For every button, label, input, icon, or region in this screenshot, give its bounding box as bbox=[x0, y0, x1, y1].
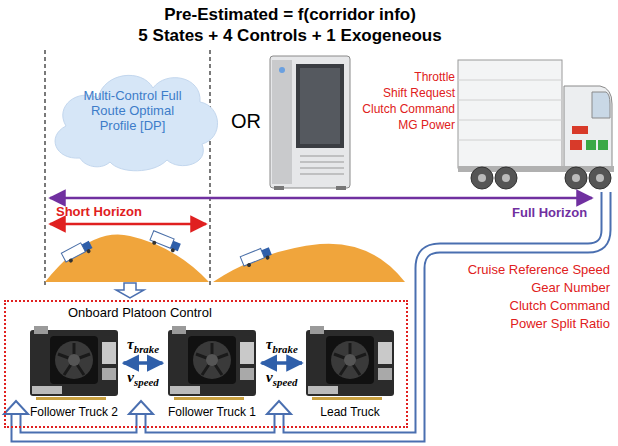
control-input: MG Power bbox=[398, 118, 455, 132]
or-label: OR bbox=[231, 110, 261, 133]
edge-signal: vspeed bbox=[266, 369, 297, 390]
horizon-boundary bbox=[44, 50, 45, 288]
short-horizon-arrow bbox=[50, 223, 206, 226]
edge-label: τbrake bbox=[127, 336, 159, 357]
command-channel bbox=[4, 192, 606, 437]
control-input: Clutch Command bbox=[362, 102, 455, 116]
small-truck bbox=[61, 239, 94, 265]
board-label: Follower Truck 1 bbox=[165, 405, 260, 420]
signal-arrow bbox=[124, 361, 163, 365]
controller-board: Follower Truck 1 bbox=[165, 324, 260, 420]
computer-tower bbox=[270, 56, 350, 190]
controller-board: Lead Truck bbox=[304, 324, 396, 420]
edge-label: τbrake bbox=[266, 336, 298, 357]
full-horizon-arrow bbox=[50, 197, 592, 200]
control-input: Throttle bbox=[414, 70, 455, 84]
signal-arrow bbox=[262, 361, 303, 365]
edge-signal: vspeed bbox=[127, 369, 158, 390]
cloud-text: Multi-Control Full Route Optimal Profile… bbox=[73, 88, 193, 133]
controller-board: Follower Truck 2 bbox=[27, 324, 122, 420]
horizon-boundary bbox=[209, 50, 210, 288]
reference-signal: Cruise Reference Speed bbox=[468, 262, 610, 277]
board-label: Follower Truck 2 bbox=[27, 405, 122, 420]
small-truck bbox=[240, 245, 273, 268]
horizon-label: Short Horizon bbox=[56, 204, 142, 219]
reference-signal: Clutch Command bbox=[510, 298, 610, 313]
hill bbox=[45, 234, 209, 282]
horizon-label: Full Horizon bbox=[512, 205, 587, 220]
box-heading: Onboard Platoon Control bbox=[68, 305, 212, 320]
platoon-box: Onboard Platoon ControlFollower Truck 2 F… bbox=[4, 300, 408, 428]
subtitle: 5 States + 4 Controls + 1 Exogeneous bbox=[138, 26, 441, 46]
reference-signal: Gear Number bbox=[531, 280, 610, 295]
hollow-arrow bbox=[116, 283, 144, 298]
hill bbox=[213, 244, 405, 282]
board-label: Lead Truck bbox=[304, 405, 396, 420]
diagram-title: Pre-Estimated = f(corridor info) bbox=[0, 5, 580, 25]
cloud-node: Multi-Control Full Route Optimal Profile… bbox=[40, 58, 225, 176]
small-truck bbox=[149, 231, 182, 254]
reference-signal: Power Split Ratio bbox=[510, 316, 610, 331]
control-input: Shift Request bbox=[383, 86, 455, 100]
truck-illustration bbox=[458, 60, 614, 189]
